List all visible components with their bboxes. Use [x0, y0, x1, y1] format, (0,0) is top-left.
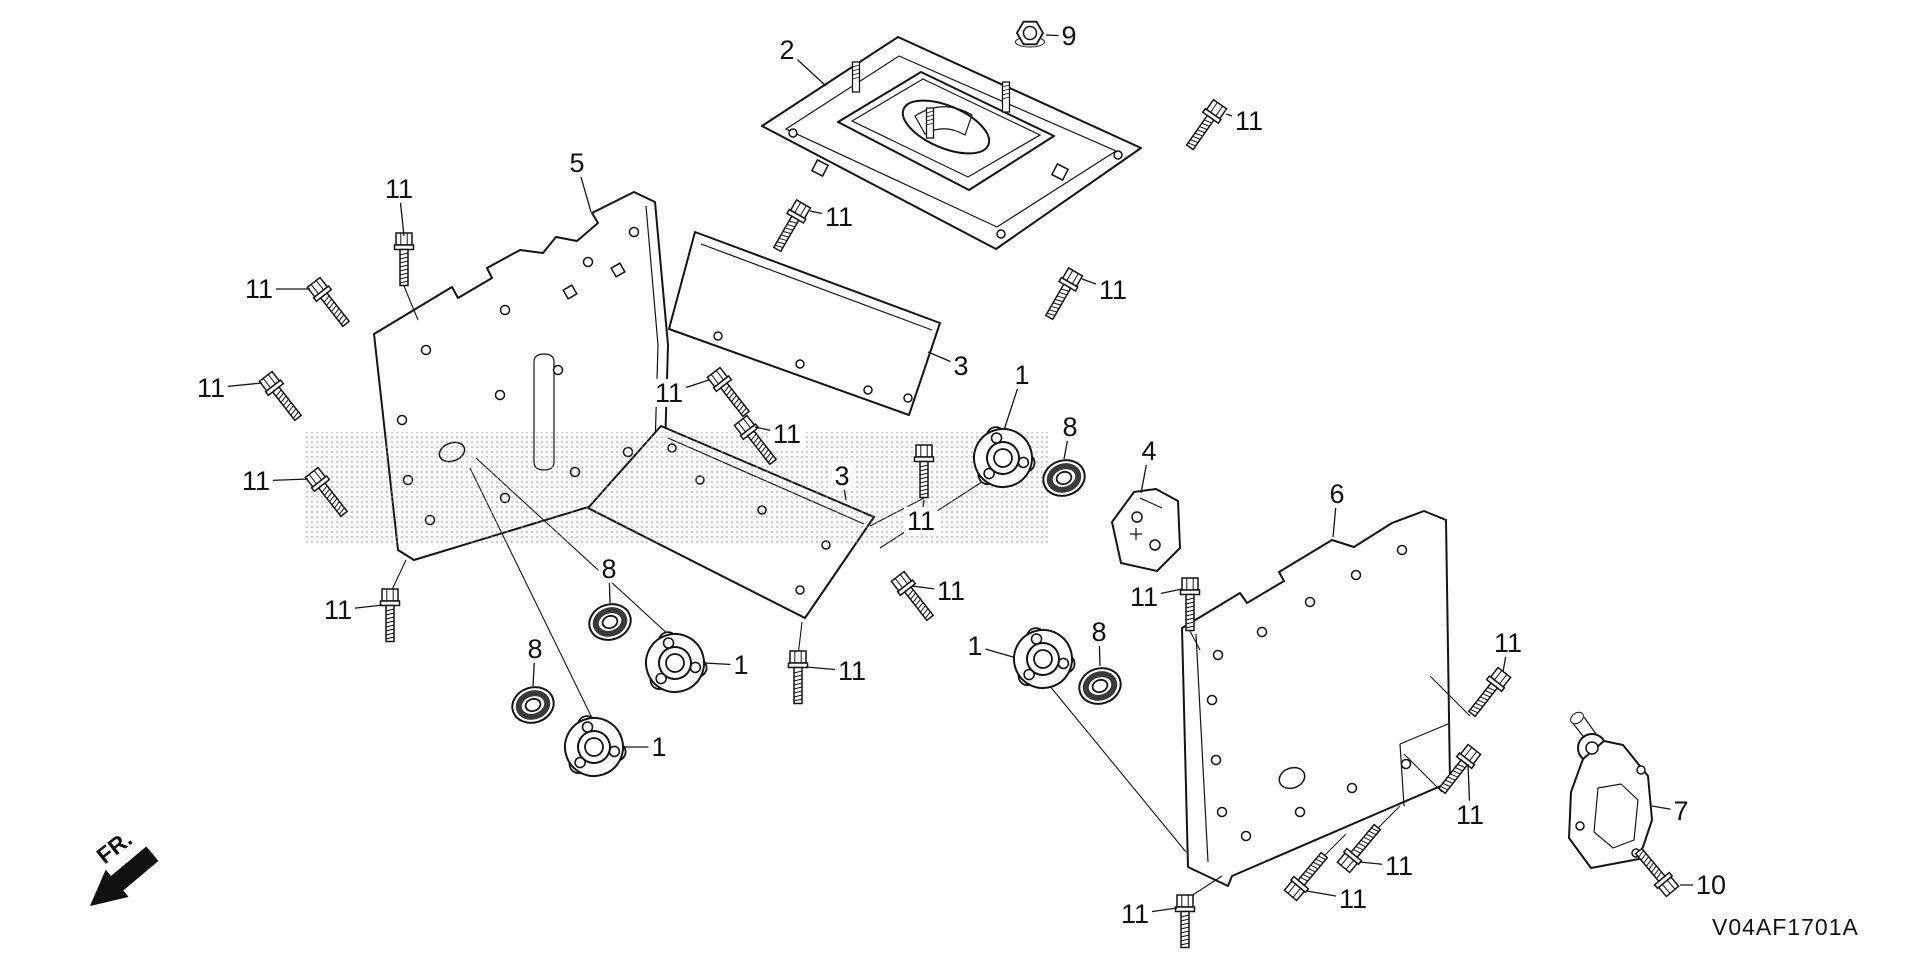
callout-part-3: 3 [831, 461, 853, 490]
callout-part-2: 2 [776, 35, 798, 64]
front-direction-arrow [90, 846, 159, 906]
callout-part-9: 9 [1058, 21, 1080, 50]
radial-ball-bearing-part-8 [1075, 663, 1126, 709]
callout-part-8: 8 [524, 634, 546, 663]
callout-part-1: 1 [730, 650, 752, 679]
callout-part-6: 6 [1326, 479, 1348, 508]
callout-part-1: 1 [648, 732, 670, 761]
part-6-right-side-plate [1181, 510, 1451, 887]
bearing-holder-part-1 [1004, 618, 1081, 697]
callout-part-7: 7 [1670, 796, 1692, 825]
bearing-holder-part-1 [555, 706, 632, 785]
flange-bolt-part-11 [889, 569, 939, 625]
radial-ball-bearing-part-8 [508, 682, 559, 728]
callout-part-8: 8 [1088, 617, 1110, 646]
part-7-bracket [1568, 711, 1653, 869]
callout-part-11: 11 [1231, 106, 1267, 135]
callout-part-11: 11 [1095, 275, 1131, 304]
flange-bolt-part-10 [1630, 844, 1681, 899]
flange-bolt-part-11 [705, 365, 755, 421]
flange-bolt-part-11 [1040, 266, 1085, 323]
flange-bolt-part-11 [305, 275, 355, 331]
part-4-bracket [1111, 488, 1181, 572]
flange-bolt-part-11 [768, 198, 813, 255]
callout-part-4: 4 [1138, 436, 1160, 465]
callout-part-8: 8 [598, 554, 620, 583]
flange-bolt-part-11 [1174, 894, 1196, 949]
callout-part-11: 11 [1126, 582, 1162, 611]
callout-part-11: 11 [834, 656, 870, 685]
callout-part-11: 11 [1490, 628, 1526, 657]
callout-part-5: 5 [566, 148, 588, 177]
callout-part-11: 11 [1381, 851, 1417, 880]
callout-part-11: 11 [1335, 884, 1371, 913]
callout-part-11: 11 [193, 373, 229, 402]
callout-part-1: 1 [1011, 360, 1033, 389]
flange-bolt-part-11 [1181, 98, 1229, 154]
callout-part-11: 11 [651, 378, 687, 407]
callout-part-11: 11 [903, 506, 939, 535]
callout-part-1: 1 [964, 631, 986, 660]
diagram-code: V04AF1701A [1712, 914, 1859, 940]
callout-part-10: 10 [1692, 870, 1730, 899]
callout-part-11: 11 [381, 174, 417, 203]
bearing-holder-part-1 [636, 622, 713, 701]
callout-part-11: 11 [1452, 800, 1488, 829]
callout-part-11: 11 [1117, 899, 1153, 928]
callout-part-11: 11 [320, 595, 356, 624]
flange-bolt-part-11 [393, 232, 415, 287]
callout-part-11: 11 [238, 466, 274, 495]
flange-bolt-part-11 [1463, 665, 1513, 721]
part-3-upper-plate [668, 231, 941, 416]
part-2-shift-cover [761, 36, 1142, 250]
flange-bolt-part-11 [379, 588, 401, 643]
callout-part-11: 11 [241, 274, 277, 303]
callout-part-8: 8 [1059, 412, 1081, 441]
radial-ball-bearing-part-8 [585, 599, 636, 645]
callout-part-11: 11 [821, 202, 857, 231]
callout-part-11: 11 [933, 576, 969, 605]
callout-part-11: 11 [769, 419, 805, 448]
part-9-flange-nut [1015, 20, 1045, 48]
callout-part-3: 3 [950, 351, 972, 380]
flange-bolt-part-11 [257, 369, 307, 425]
flange-bolt-part-11 [787, 650, 809, 705]
